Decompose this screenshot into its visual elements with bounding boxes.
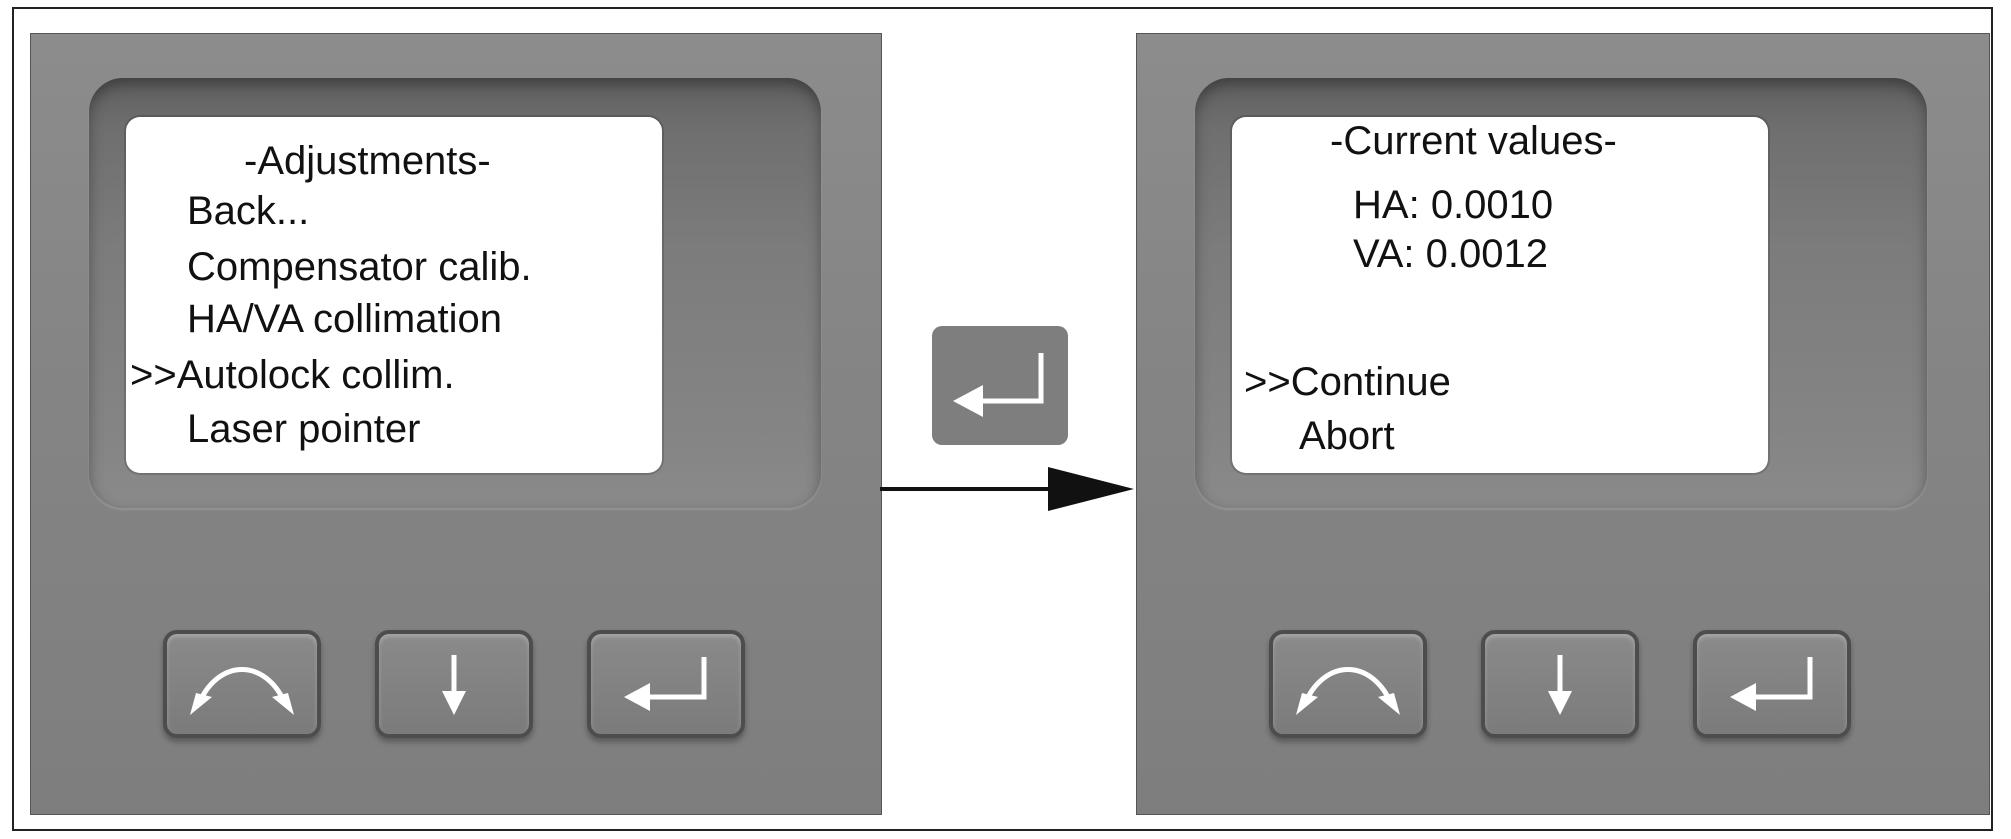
value-ha: HA: 0.0010 bbox=[1353, 183, 1554, 227]
enter-icon bbox=[953, 352, 1044, 417]
screen-title: -Adjustments- bbox=[244, 139, 491, 183]
enter-icon bbox=[624, 657, 707, 711]
transition-arrow-head bbox=[1048, 467, 1134, 511]
menu-item-back[interactable]: Back... bbox=[187, 189, 310, 233]
menu-item-compensator-calib[interactable]: Compensator calib. bbox=[187, 245, 532, 289]
swap-button[interactable] bbox=[163, 630, 321, 738]
selection-marker: >> bbox=[1244, 360, 1291, 404]
transition-arrow-line bbox=[880, 487, 1056, 491]
down-arrow-icon bbox=[1548, 655, 1572, 715]
enter-button[interactable] bbox=[1693, 630, 1851, 738]
option-continue[interactable]: >>Continue bbox=[1244, 360, 1451, 404]
enter-icon bbox=[1730, 657, 1813, 711]
display-screen-adjustments: -Adjustments- Back... Compensator calib.… bbox=[126, 117, 662, 473]
menu-item-autolock-collim[interactable]: >>Autolock collim. bbox=[130, 353, 455, 397]
down-button[interactable] bbox=[375, 630, 533, 738]
device-panel-right: -Current values- HA: 0.0010 VA: 0.0012 >… bbox=[1136, 33, 1990, 815]
down-button[interactable] bbox=[1481, 630, 1639, 738]
device-panel-left: -Adjustments- Back... Compensator calib.… bbox=[30, 33, 882, 815]
enter-key-indicator bbox=[932, 326, 1068, 445]
swap-icon bbox=[190, 667, 294, 715]
swap-icon bbox=[1296, 667, 1400, 715]
screen-title: -Current values- bbox=[1330, 119, 1617, 163]
display-screen-current-values: -Current values- HA: 0.0010 VA: 0.0012 >… bbox=[1232, 117, 1768, 473]
menu-item-laser-pointer[interactable]: Laser pointer bbox=[187, 407, 421, 451]
enter-button[interactable] bbox=[587, 630, 745, 738]
menu-item-ha-va-collimation[interactable]: HA/VA collimation bbox=[187, 297, 502, 341]
option-abort[interactable]: Abort bbox=[1299, 414, 1395, 458]
value-va: VA: 0.0012 bbox=[1353, 232, 1548, 276]
swap-button[interactable] bbox=[1269, 630, 1427, 738]
down-arrow-icon bbox=[442, 655, 466, 715]
selection-marker: >> bbox=[130, 353, 177, 397]
